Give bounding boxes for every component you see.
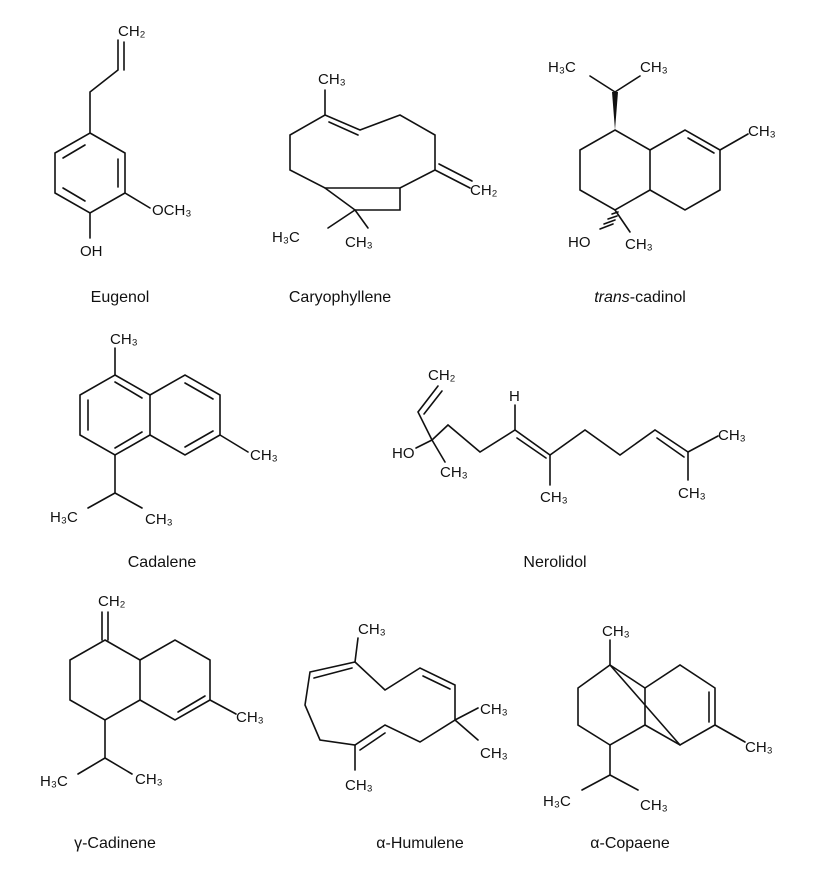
eugenol-structure: CH₂ OCH₃ OH Eugenol	[54, 23, 191, 306]
trans-cadinol-structure: H₃C CH₃ CH₃ HO CH₃ trans-cadinol	[548, 59, 776, 306]
chem-label: CH₃	[602, 623, 630, 640]
alpha-copaene-structure: CH₃ CH₃ H₃C CH₃ α-Copaene	[543, 623, 773, 852]
compound-name: Cadalene	[128, 554, 197, 571]
chem-label: CH₃	[110, 331, 138, 348]
chem-label: CH₃	[145, 511, 173, 528]
caryophyllene-structure: CH₃ CH₂ H₃C CH₃ Caryophyllene	[272, 71, 498, 306]
chem-label: H	[509, 388, 520, 405]
chem-label: H₃C	[50, 509, 78, 526]
chem-label: CH₃	[640, 797, 668, 814]
chem-label: CH₃	[358, 621, 386, 638]
chem-label: CH₃	[480, 701, 508, 718]
chem-label: HO	[568, 234, 591, 251]
chem-label: CH₃	[135, 771, 163, 788]
chem-label: CH₂	[118, 23, 146, 40]
compound-name: α-Humulene	[376, 835, 464, 852]
chem-label: CH₃	[345, 777, 373, 794]
chem-label: H₃C	[40, 773, 68, 790]
chem-label: CH₃	[318, 71, 346, 88]
compound-name: Caryophyllene	[289, 289, 391, 306]
compound-name: Eugenol	[91, 289, 150, 306]
chem-label: CH₃	[236, 709, 264, 726]
cadalene-structure: CH₃ CH₃ H₃C CH₃ Cadalene	[50, 331, 278, 571]
chem-label: H₃C	[548, 59, 576, 76]
chem-label: CH₃	[250, 447, 278, 464]
chem-label: CH₃	[480, 745, 508, 762]
chem-label: CH₂	[470, 182, 498, 199]
chem-label: CH₃	[745, 739, 773, 756]
chem-label: CH₃	[748, 123, 776, 140]
chem-label: CH₂	[98, 593, 126, 610]
compound-name: α-Copaene	[590, 835, 670, 852]
chem-label: OH	[80, 243, 103, 260]
chem-label: CH₃	[678, 485, 706, 502]
compound-name: Nerolidol	[523, 554, 586, 571]
chem-label: CH₂	[428, 367, 456, 384]
chem-label: CH₃	[640, 59, 668, 76]
compound-name: γ-Cadinene	[74, 835, 156, 852]
alpha-humulene-structure: CH₃ CH₃ CH₃ CH₃ α-Humulene	[304, 621, 508, 852]
chem-label: CH₃	[540, 489, 568, 506]
chem-label: H₃C	[272, 229, 300, 246]
gamma-cadinene-structure: CH₂ CH₃ H₃C CH₃ γ-Cadinene	[40, 593, 264, 852]
chem-label: CH₃	[440, 464, 468, 481]
chem-label: HO	[392, 445, 415, 462]
compound-name: trans-cadinol	[594, 289, 686, 306]
chem-label: CH₃	[625, 236, 653, 253]
chem-label: CH₃	[345, 234, 373, 251]
chem-label: H₃C	[543, 793, 571, 810]
nerolidol-structure: CH₂ H HO CH₃ CH₃ CH₃ CH₃ Nerolidol	[392, 367, 746, 571]
chem-label: CH₃	[718, 427, 746, 444]
chem-label: OCH₃	[152, 202, 191, 219]
